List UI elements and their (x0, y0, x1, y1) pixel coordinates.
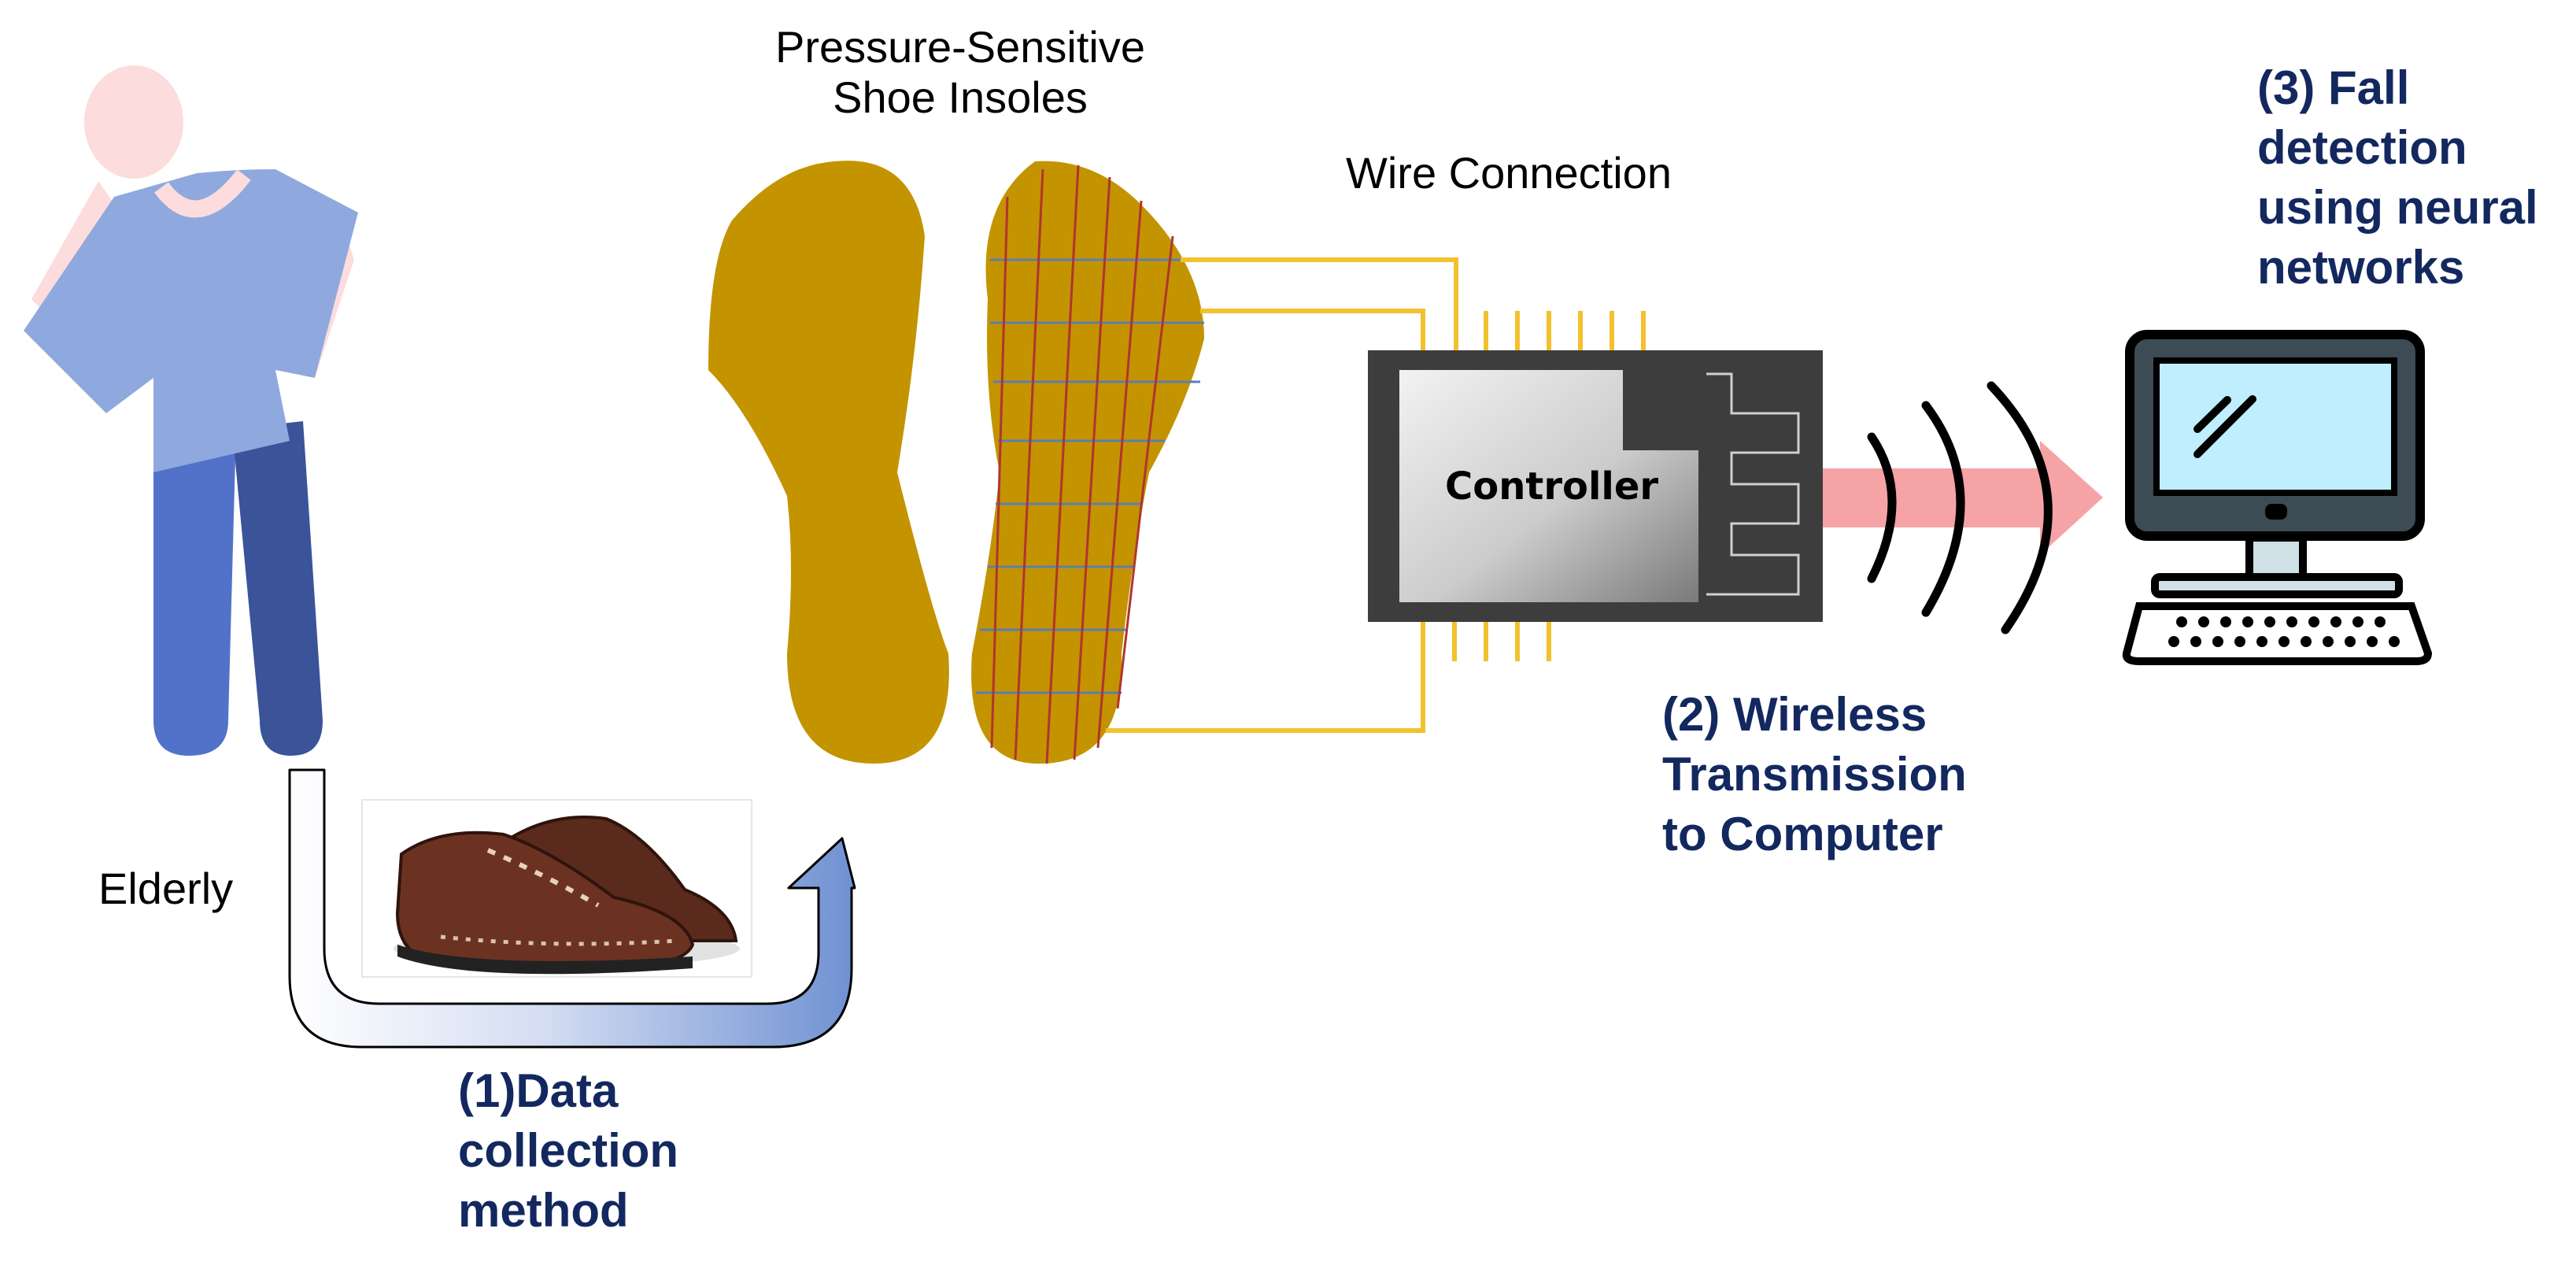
controller-label: Controller (1445, 464, 1659, 509)
step1-line-3: method (458, 1184, 629, 1237)
step3-line-2: detection (2257, 121, 2467, 174)
elderly-person-icon (24, 65, 358, 756)
insole-left (708, 161, 949, 764)
step2-line-1: (2) Wireless (1662, 688, 1927, 741)
wire-connection-label: Wire Connection (1346, 148, 1672, 198)
step1-line-1: (1)Data (458, 1064, 619, 1117)
desktop-computer-icon (2122, 330, 2433, 665)
shoe-photo (361, 799, 752, 978)
insoles-title-line-2: Shoe Insoles (833, 72, 1088, 122)
wireless-waves-icon (1867, 381, 2053, 634)
step2-line-3: to Computer (1662, 808, 1943, 860)
step1-label: (1)Data collection method (458, 1061, 678, 1241)
step3-line-1: (3) Fall (2257, 61, 2410, 114)
step2-line-2: Transmission (1662, 748, 1967, 801)
step1-line-2: collection (458, 1124, 679, 1177)
insoles-title-line-1: Pressure-Sensitive (775, 22, 1145, 72)
step3-line-3: using neural (2257, 181, 2538, 234)
wire-connection (1106, 257, 1646, 733)
insoles-title: Pressure-Sensitive Shoe Insoles (708, 22, 1212, 123)
elderly-label: Elderly (98, 864, 234, 913)
insole-right (971, 161, 1204, 764)
step3-line-4: networks (2257, 241, 2465, 294)
data-collection-arrow (288, 768, 856, 1049)
controller-chip-icon (1368, 350, 1823, 622)
step2-label: (2) Wireless Transmission to Computer (1662, 685, 1967, 864)
sensor-grid (976, 165, 1204, 764)
step3-label: (3) Fall detection using neural networks (2257, 58, 2538, 298)
